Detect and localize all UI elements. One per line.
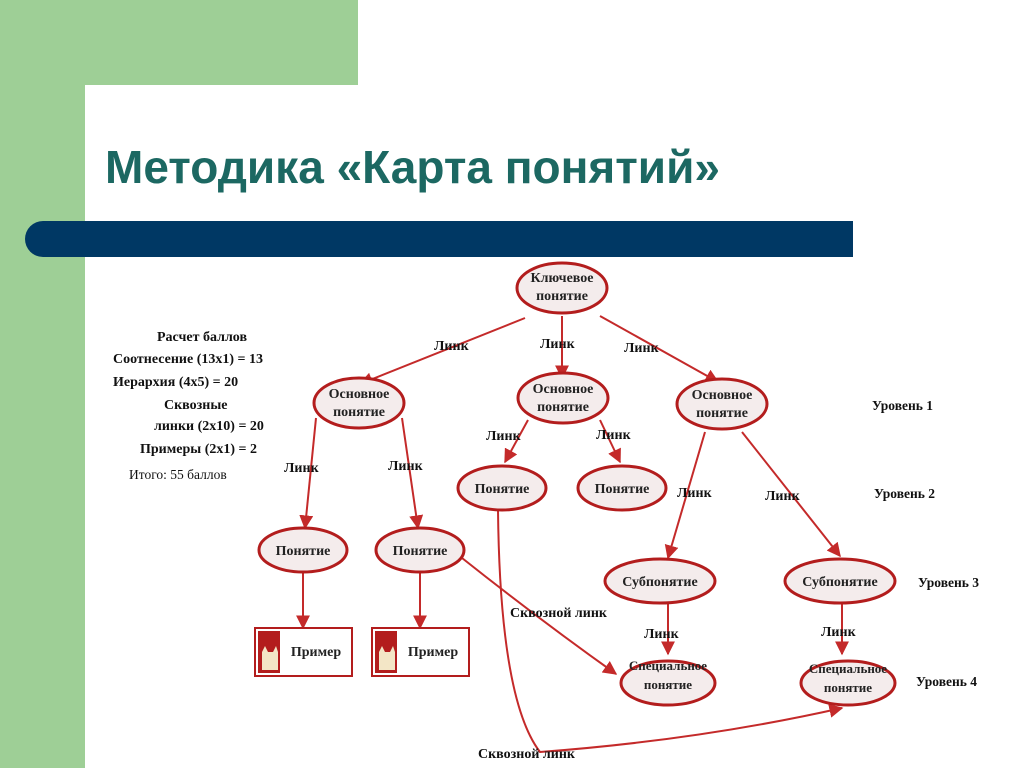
node-label: Ключевое [531,271,594,286]
slide-title: Методика «Карта понятий» [105,141,720,193]
edge [401,417,424,530]
node-label: Субпонятие [802,575,877,590]
node-concept: Понятие [374,526,466,574]
rounded-corner [85,85,155,155]
node-subconcept: Субпонятие [783,557,897,605]
edge [299,417,317,530]
link-label: Линк [821,625,857,640]
link-label: Линк [434,339,470,354]
node-label: Основное [533,382,594,397]
scoring-line: линки (2х10) = 20 [154,419,264,434]
level-label: Уровень 1 [872,398,933,413]
link-label: Линк [677,486,713,501]
node-label: понятие [824,680,872,695]
edge [599,315,720,383]
node-label: Основное [329,387,390,402]
node-label: Понятие [276,544,331,559]
node-main-concept: Основное понятие [675,377,769,431]
scoring-line: Иерархия (4х5) = 20 [113,375,239,390]
node-label: Субпонятие [622,575,697,590]
edge [504,419,529,464]
node-label: понятие [537,400,589,415]
node-label: понятие [644,677,692,692]
scoring-heading: Расчет баллов [157,330,248,345]
cat-icon [379,646,395,670]
level-label: Уровень 4 [916,674,977,689]
title-underline-bar [25,221,853,257]
edge [741,431,841,558]
level-label: Уровень 2 [874,486,935,501]
level-label: Уровень 3 [918,575,979,590]
link-label: Линк [540,337,576,352]
scoring-line: Соотнесение (13х1) = 13 [113,352,264,367]
green-sidebar [0,0,85,768]
node-label: Понятие [475,482,530,497]
cross-link-edge [497,509,844,754]
scoring-line: Примеры (2х1) = 2 [140,442,258,457]
link-label: Линк [388,459,424,474]
edges [296,315,849,754]
node-concept: Понятие [257,526,349,574]
edge [664,431,706,560]
node-label: понятие [696,406,748,421]
node-label: понятие [536,289,588,304]
edge [599,419,621,464]
cross-link-label: Сквозной линк [510,606,608,621]
node-main-concept: Основное понятие [516,371,610,425]
link-label: Линк [644,627,680,642]
scoring-line: Сквозные [164,398,228,413]
cross-link-edge [461,557,618,675]
link-label: Линк [765,489,801,504]
node-label: Пример [408,645,458,660]
link-label: Линк [486,429,522,444]
scoring-total: Итого: 55 баллов [129,467,227,482]
cross-link-label: Сквозной линк [478,747,576,762]
cat-icon [262,646,278,670]
node-label: понятие [333,405,385,420]
link-label: Линк [284,461,320,476]
node-label: Специальное [809,661,887,676]
node-main-concept: Основное понятие [312,376,406,430]
example-box: Пример [254,627,353,677]
node-label: Пример [291,645,341,660]
example-box: Пример [371,627,470,677]
node-label: Понятие [595,482,650,497]
node-special-concept: Специальное понятие [799,659,897,707]
node-concept: Понятие [576,464,668,512]
node-special-concept: Специальное понятие [619,658,717,707]
node-key-concept: Ключевое понятие [515,261,609,315]
node-label: Специальное [629,658,707,673]
node-concept: Понятие [456,464,548,512]
node-label: Понятие [393,544,448,559]
link-label: Линк [596,428,632,443]
link-label: Линк [624,341,660,356]
node-label: Основное [692,388,753,403]
edge [358,317,526,386]
green-top-block [85,0,358,85]
node-subconcept: Субпонятие [603,557,717,605]
